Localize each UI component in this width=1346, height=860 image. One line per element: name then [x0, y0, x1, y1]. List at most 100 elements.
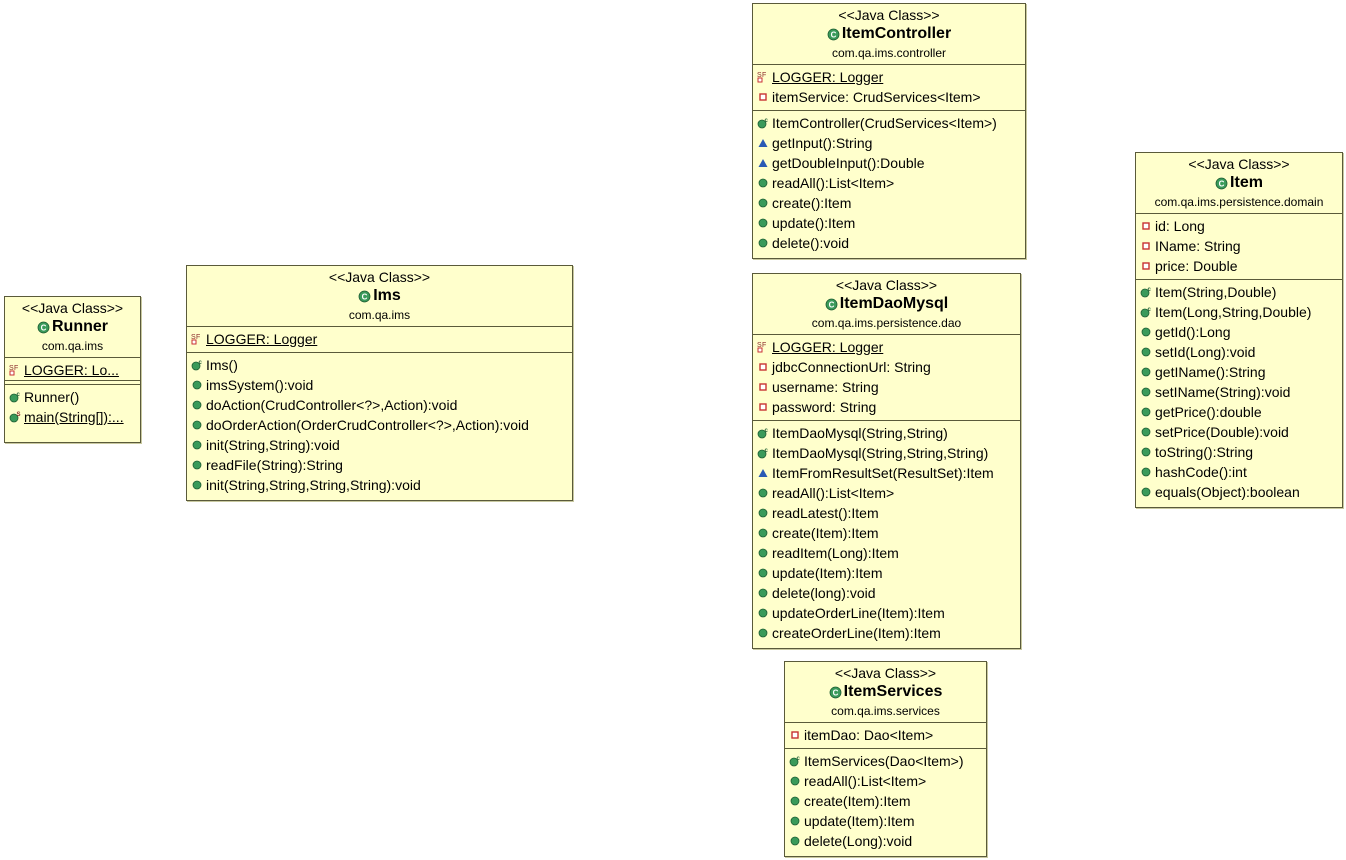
method-row[interactable]: updateOrderLine(Item):Item [753, 603, 1020, 623]
svg-text:C: C [41, 323, 47, 332]
field-row[interactable]: itemDao: Dao<Item> [785, 725, 986, 745]
method-row-text: readAll():List<Item> [772, 175, 895, 191]
constructor-icon: c [757, 117, 769, 129]
method-row[interactable]: readFile(String):String [187, 455, 572, 475]
method-row[interactable]: setId(Long):void [1136, 342, 1342, 362]
method-row[interactable]: hashCode():int [1136, 462, 1342, 482]
method-row[interactable]: getInput():String [753, 133, 1025, 153]
method-row-text: doAction(CrudController<?>,Action):void [206, 397, 458, 413]
public-method-icon [1140, 406, 1152, 418]
svg-text:c: c [199, 360, 203, 366]
field-row[interactable]: IName: String [1136, 236, 1342, 256]
method-row-text: create(Item):Item [804, 793, 911, 809]
class-name: Item [1230, 174, 1263, 191]
private-field-icon [1140, 220, 1152, 232]
method-row[interactable]: delete(Long):void [785, 831, 986, 851]
public-method-icon [1140, 466, 1152, 478]
method-row[interactable]: create():Item [753, 193, 1025, 213]
method-row[interactable]: ItemFromResultSet(ResultSet):Item [753, 463, 1020, 483]
private-field-icon [1140, 240, 1152, 252]
field-row-text: LOGGER: Logger [772, 339, 884, 355]
field-row-text: id: Long [1155, 218, 1205, 234]
method-row[interactable]: delete():void [753, 233, 1025, 253]
field-row[interactable]: username: String [753, 377, 1020, 397]
method-row-text: Ims() [206, 357, 238, 373]
method-row[interactable]: equals(Object):boolean [1136, 482, 1342, 502]
method-row[interactable]: readAll():List<Item> [785, 771, 986, 791]
method-row[interactable]: update(Item):Item [785, 811, 986, 831]
svg-text:F: F [196, 334, 200, 341]
field-row-text: LOGGER: Logger [206, 331, 318, 347]
method-row-text: getPrice():double [1155, 404, 1262, 420]
field-row-text: LOGGER: Lo... [24, 362, 119, 378]
class-name: ItemServices [843, 683, 943, 700]
package-visibility-icon [757, 157, 769, 169]
method-row-text: getIName():String [1155, 364, 1266, 380]
method-row[interactable]: setPrice(Double):void [1136, 422, 1342, 442]
package-visibility-icon [757, 467, 769, 479]
method-row-text: readFile(String):String [206, 457, 343, 473]
method-row[interactable]: update(Item):Item [753, 563, 1020, 583]
method-row[interactable]: init(String,String):void [187, 435, 572, 455]
method-row[interactable]: getDoubleInput():Double [753, 153, 1025, 173]
method-row[interactable]: readLatest():Item [753, 503, 1020, 523]
field-row[interactable]: itemService: CrudServices<Item> [753, 87, 1025, 107]
method-row[interactable]: create(Item):Item [753, 523, 1020, 543]
field-row[interactable]: price: Double [1136, 256, 1342, 276]
public-method-icon [191, 439, 203, 451]
field-row-text: itemDao: Dao<Item> [804, 727, 934, 743]
method-row[interactable]: doOrderAction(OrderCrudController<?>,Act… [187, 415, 572, 435]
method-row-text: imsSystem():void [206, 377, 314, 393]
method-row[interactable]: init(String,String,String,String):void [187, 475, 572, 495]
field-row[interactable]: password: String [753, 397, 1020, 417]
class-stereotype: <<Java Class>> [834, 665, 937, 681]
method-row[interactable]: getPrice():double [1136, 402, 1342, 422]
method-row[interactable]: readItem(Long):Item [753, 543, 1020, 563]
field-row-text: itemService: CrudServices<Item> [772, 89, 981, 105]
field-row[interactable]: id: Long [1136, 216, 1342, 236]
method-row[interactable]: setIName(String):void [1136, 382, 1342, 402]
method-row[interactable]: readAll():List<Item> [753, 173, 1025, 193]
method-row[interactable]: readAll():List<Item> [753, 483, 1020, 503]
method-row[interactable]: doAction(CrudController<?>,Action):void [187, 395, 572, 415]
method-row[interactable]: createOrderLine(Item):Item [753, 623, 1020, 643]
svg-text:S: S [757, 342, 762, 349]
method-row[interactable]: update():Item [753, 213, 1025, 233]
method-row[interactable]: imsSystem():void [187, 375, 572, 395]
field-row[interactable]: jdbcConnectionUrl: String [753, 357, 1020, 377]
field-row-text: password: String [772, 399, 877, 415]
method-row[interactable]: toString():String [1136, 442, 1342, 462]
method-row[interactable]: getIName():String [1136, 362, 1342, 382]
method-row[interactable]: getId():Long [1136, 322, 1342, 342]
method-row[interactable]: create(Item):Item [785, 791, 986, 811]
method-row[interactable]: delete(long):void [753, 583, 1020, 603]
